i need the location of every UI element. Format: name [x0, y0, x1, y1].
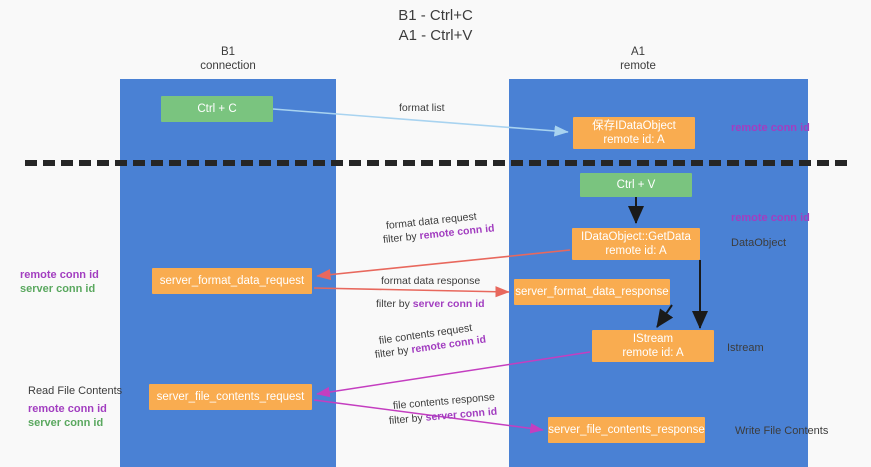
node-idataobject-getdata-sub: remote id: A [605, 245, 667, 257]
annotation-text-server: server conn id [20, 283, 96, 295]
annotation-right-remote-conn-id-top: remote conn id [731, 121, 810, 135]
lane-header-a1-subtitle: remote [620, 60, 656, 72]
filter-prefix: filter by [376, 298, 413, 310]
edge-label-format-data-response: format data response [381, 274, 480, 288]
node-server-file-contents-request-label: server_file_contents_request [156, 391, 305, 403]
lane-header-b1: B1 connection [148, 45, 308, 73]
annotation-right-istream: Istream [727, 341, 764, 355]
filter-key-server-conn-id: server conn id [412, 298, 485, 310]
annotation-left-read-file-contents: Read File Contents remote conn id server… [28, 384, 122, 430]
edge-label-format-data-response-text: format data response [381, 275, 481, 287]
annotation-text: DataObject [731, 237, 787, 249]
filter-prefix: filter by [374, 343, 413, 361]
node-idataobject-getdata-label: IDataObject::GetData [581, 231, 691, 243]
node-save-idataobject-label: 保存IDataObject [592, 120, 676, 132]
node-save-idataobject-sub: remote id: A [603, 134, 665, 146]
edge-label-format-list-text: format list [399, 102, 445, 114]
annotation-text: remote conn id [731, 212, 810, 224]
annotation-text-remote: remote conn id [20, 269, 99, 281]
annotation-right-write-file-contents: Write File Contents [735, 424, 828, 438]
title-line-2: A1 - Ctrl+V [398, 27, 473, 44]
node-ctrl-v[interactable]: Ctrl + V [580, 173, 692, 197]
node-server-format-data-response[interactable]: server_format_data_response [514, 279, 670, 305]
filter-prefix: filter by [382, 230, 421, 246]
diagram-title: B1 - Ctrl+C A1 - Ctrl+V [0, 6, 871, 46]
node-server-file-contents-response-label: server_file_contents_response [548, 424, 705, 436]
node-istream-sub: remote id: A [622, 347, 684, 359]
annotation-text-server: server conn id [28, 417, 104, 429]
node-server-file-contents-response[interactable]: server_file_contents_response [548, 417, 705, 443]
node-idataobject-getdata[interactable]: IDataObject::GetData remote id: A [572, 228, 700, 260]
node-ctrl-v-label: Ctrl + V [616, 179, 656, 191]
node-server-format-data-response-label: server_format_data_response [515, 286, 669, 298]
edge-label-format-data-response-filter: filter by server conn id [376, 297, 485, 311]
wire-format-data-response [313, 286, 510, 298]
annotation-text: Istream [727, 342, 764, 354]
node-save-idataobject[interactable]: 保存IDataObject remote id: A [573, 117, 695, 149]
filter-prefix: filter by [388, 411, 427, 427]
annotation-right-dataobject: DataObject [731, 236, 786, 250]
node-ctrl-c-label: Ctrl + C [197, 103, 237, 115]
annotation-text: remote conn id [731, 122, 810, 134]
annotation-right-remote-conn-id-middle: remote conn id [731, 211, 810, 225]
lane-header-b1-name: B1 [220, 46, 236, 58]
node-istream[interactable]: IStream remote id: A [592, 330, 714, 362]
annotation-text-read-file-contents: Read File Contents [28, 385, 123, 397]
node-server-format-data-request[interactable]: server_format_data_request [152, 268, 312, 294]
annotation-text-remote: remote conn id [28, 403, 107, 415]
phase-divider [25, 160, 847, 166]
lane-header-b1-subtitle: connection [200, 60, 256, 72]
annotation-text: Write File Contents [735, 425, 829, 437]
node-server-format-data-request-label: server_format_data_request [159, 275, 305, 287]
title-line-1: B1 - Ctrl+C [398, 7, 473, 24]
lane-header-a1-name: A1 [630, 46, 646, 58]
edge-label-format-list: format list [399, 101, 445, 115]
node-istream-label: IStream [632, 333, 674, 345]
lane-header-a1: A1 remote [558, 45, 718, 73]
annotation-left-conn-ids-middle: remote conn id server conn id [20, 268, 99, 296]
node-server-file-contents-request[interactable]: server_file_contents_request [149, 384, 312, 410]
node-ctrl-c[interactable]: Ctrl + C [161, 96, 273, 122]
